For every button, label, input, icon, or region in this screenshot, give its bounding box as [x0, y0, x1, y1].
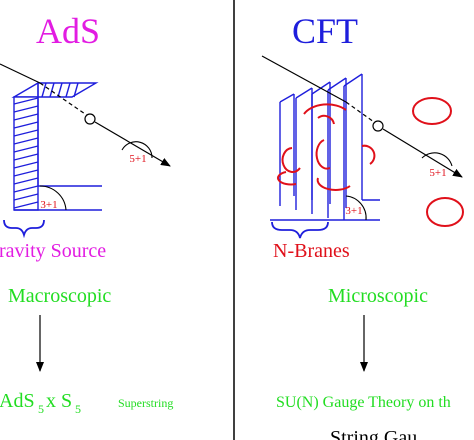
cft-brace	[271, 221, 329, 239]
closed-string-lower	[426, 197, 464, 227]
gauge-theory-label: SU(N) Gauge Theory on th	[276, 394, 451, 411]
cft-strings	[277, 103, 376, 191]
ads-boundary-wall	[11, 82, 102, 211]
ads-brace	[3, 219, 45, 239]
cft-angle-arc-inner	[345, 195, 367, 221]
ads-subscript-1: 5	[38, 402, 44, 416]
ads-point-marker	[84, 113, 96, 125]
ads-angle-arc-outer	[121, 141, 153, 159]
cft-scale-label: Microscopic	[328, 285, 428, 307]
closed-string-upper	[412, 97, 452, 125]
ads-radial-dashed	[39, 82, 89, 117]
cft-point-marker	[372, 120, 384, 132]
ads-angle-arc-inner	[39, 185, 67, 211]
cft-dimension-inner: 3+1	[345, 205, 362, 217]
cft-radial-arrow	[382, 128, 463, 178]
ads-title: AdS	[36, 11, 100, 51]
ads-dimension-outer: 5+1	[129, 153, 146, 165]
cft-radial-line	[261, 55, 347, 103]
ads-subscript-2: 5	[75, 402, 81, 416]
ads-radial-arrow	[94, 121, 171, 167]
cft-dimension-outer: 5+1	[429, 167, 446, 179]
ads-x-s-label: x S	[46, 390, 72, 412]
cft-source-label: N-Branes	[273, 240, 350, 262]
cft-title: CFT	[292, 11, 358, 51]
bottom-cut-text: String Gau	[330, 427, 417, 440]
ads-dimension-inner: 3+1	[40, 199, 57, 211]
superstring-label: Superstring	[118, 396, 173, 410]
ads-source-label: ravity Source	[0, 240, 106, 262]
ads-main-label: AdS	[0, 390, 35, 412]
ads-scale-label: Macroscopic	[8, 285, 111, 307]
cft-brane-stack	[270, 73, 380, 221]
ads-radial-line	[0, 63, 41, 84]
cft-angle-arc-outer	[421, 152, 453, 167]
cft-radial-dashed	[345, 101, 375, 123]
